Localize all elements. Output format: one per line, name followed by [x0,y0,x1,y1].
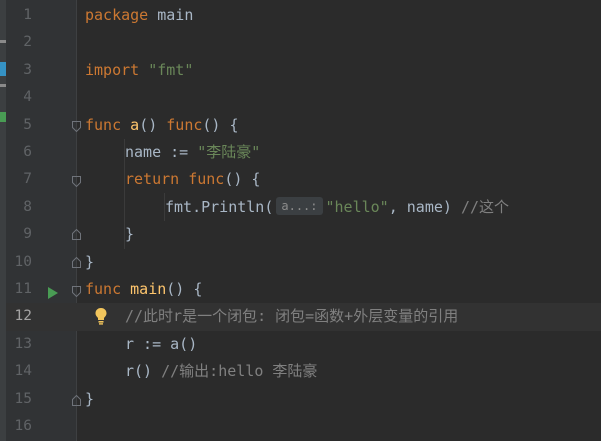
line-number: 11 [14,281,32,297]
fold-marker-icon[interactable] [72,121,81,132]
line-number-current: 12 [14,308,32,325]
code-line-12: //此时r是一个闭包: 闭包=函数+外层变量的引用 [125,307,459,326]
line-number: 7 [23,171,32,188]
code-line-1: package main [85,6,194,24]
code-line-14: r() //输出:hello 李陆豪 [125,362,318,381]
code-line-11: func main() { [85,280,203,298]
line-number: 3 [23,61,32,78]
lightbulb-icon[interactable] [95,307,107,329]
line-number: 1 [23,7,32,23]
code-editor[interactable]: package main import "fmt" func a() func(… [77,0,601,441]
line-number: 16 [14,418,32,434]
strip-marker[interactable] [0,84,6,87]
current-line-highlight [77,303,601,331]
line-number: 15 [14,390,32,407]
line-number: 6 [23,144,32,160]
code-line-3: import "fmt" [85,60,194,79]
line-number: 9 [23,226,32,243]
line-number: 14 [14,363,32,380]
fold-marker-icon[interactable] [72,229,81,240]
strip-marker-active[interactable] [0,62,6,76]
tool-window-strip [0,0,6,441]
code-line-10: } [85,252,95,271]
line-number: 4 [23,89,32,106]
parameter-hint: a...: [276,196,323,215]
code-line-6: name := "李陆豪" [125,143,261,161]
line-number: 13 [14,335,32,352]
code-line-15: } [85,389,95,408]
code-line-8: fmt.Println(a...:"hello", name) //这个 [165,196,510,216]
line-number: 8 [23,198,32,215]
strip-marker[interactable] [0,40,6,43]
line-number: 2 [23,34,32,51]
strip-marker-green[interactable] [0,112,6,122]
line-number: 10 [14,253,32,270]
fold-marker-icon[interactable] [72,286,81,297]
indent-guide [164,193,165,221]
run-triangle-icon[interactable] [48,284,58,303]
code-line-13: r := a() [125,334,198,353]
fold-marker-icon[interactable] [72,257,81,268]
line-number: 5 [23,116,32,133]
fold-marker-icon[interactable] [72,395,81,406]
code-line-9: } [125,225,135,244]
editor-gutter: 1 2 3 4 5 6 7 8 9 10 11 12 13 14 15 16 [6,0,81,441]
fold-marker-icon[interactable] [72,176,81,187]
indent-guide [124,139,125,249]
code-line-5: func a() func() { [85,115,239,134]
code-line-7: return func() { [125,170,261,189]
